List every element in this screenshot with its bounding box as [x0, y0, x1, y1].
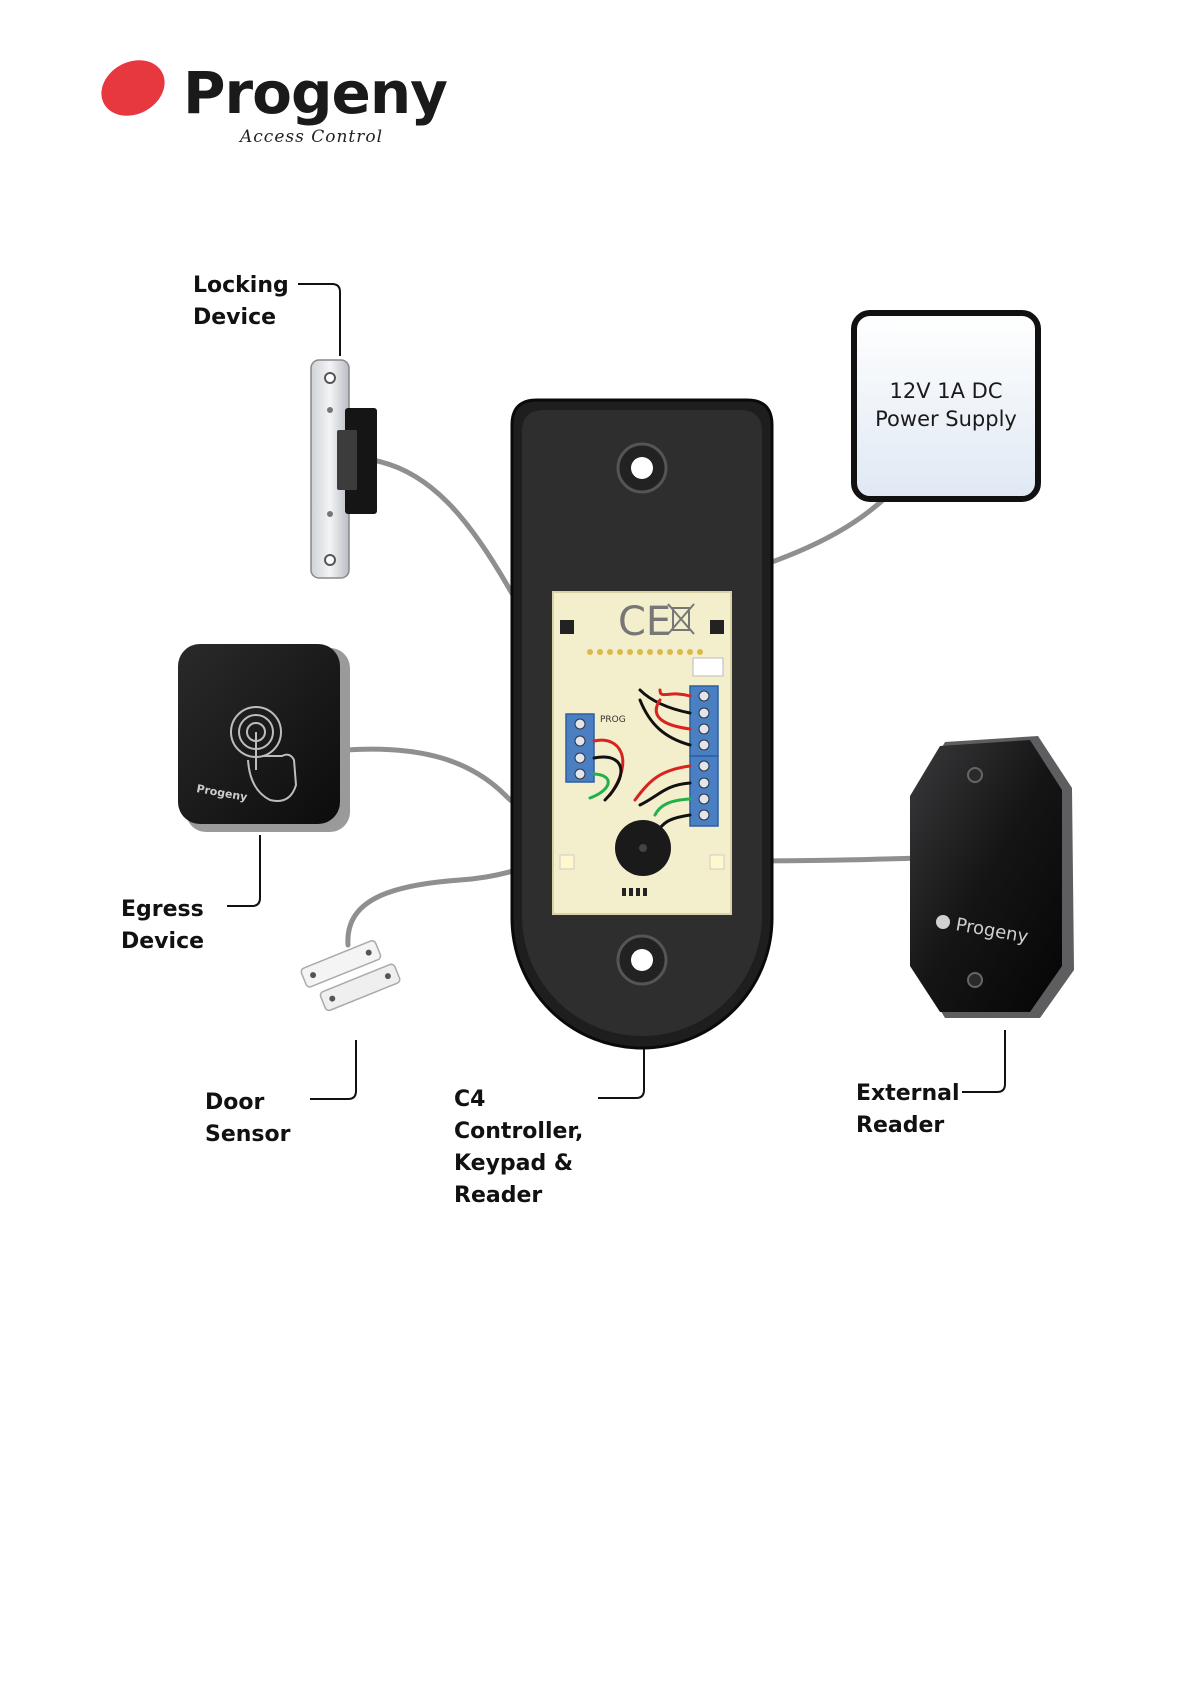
ce-mark: CE [618, 599, 671, 645]
egress-device: Progeny [178, 644, 350, 832]
brand-tagline: Access Control [238, 127, 383, 147]
reader-logo-icon [936, 915, 950, 929]
c4-controller: CE [512, 400, 772, 1048]
power-supply-line1: 12V 1A DC [890, 379, 1003, 403]
leader-egress-device [227, 835, 260, 906]
brand-name: Progeny [183, 59, 447, 127]
power-supply-line2: Power Supply [875, 407, 1017, 431]
label-controller: C4 Controller, Keypad & Reader [454, 1084, 583, 1212]
locking-device [311, 360, 377, 578]
brand-logo: Progeny Access Control [92, 50, 447, 147]
label-locking-device: Locking Device [193, 270, 289, 334]
external-reader: Progeny [910, 736, 1074, 1018]
controller-pcb: CE [553, 592, 731, 914]
leader-locking-device [298, 284, 340, 356]
door-sensor [300, 936, 401, 1015]
leader-external-reader [962, 1030, 1005, 1092]
label-door-sensor: Door Sensor [205, 1087, 291, 1151]
prog-label: PROG [600, 715, 626, 725]
brand-logo-mark-icon [92, 50, 175, 127]
label-external-reader: External Reader [856, 1078, 960, 1142]
power-supply: 12V 1A DC Power Supply [854, 313, 1038, 499]
label-egress-device: Egress Device [121, 894, 204, 958]
leader-door-sensor [310, 1040, 356, 1099]
